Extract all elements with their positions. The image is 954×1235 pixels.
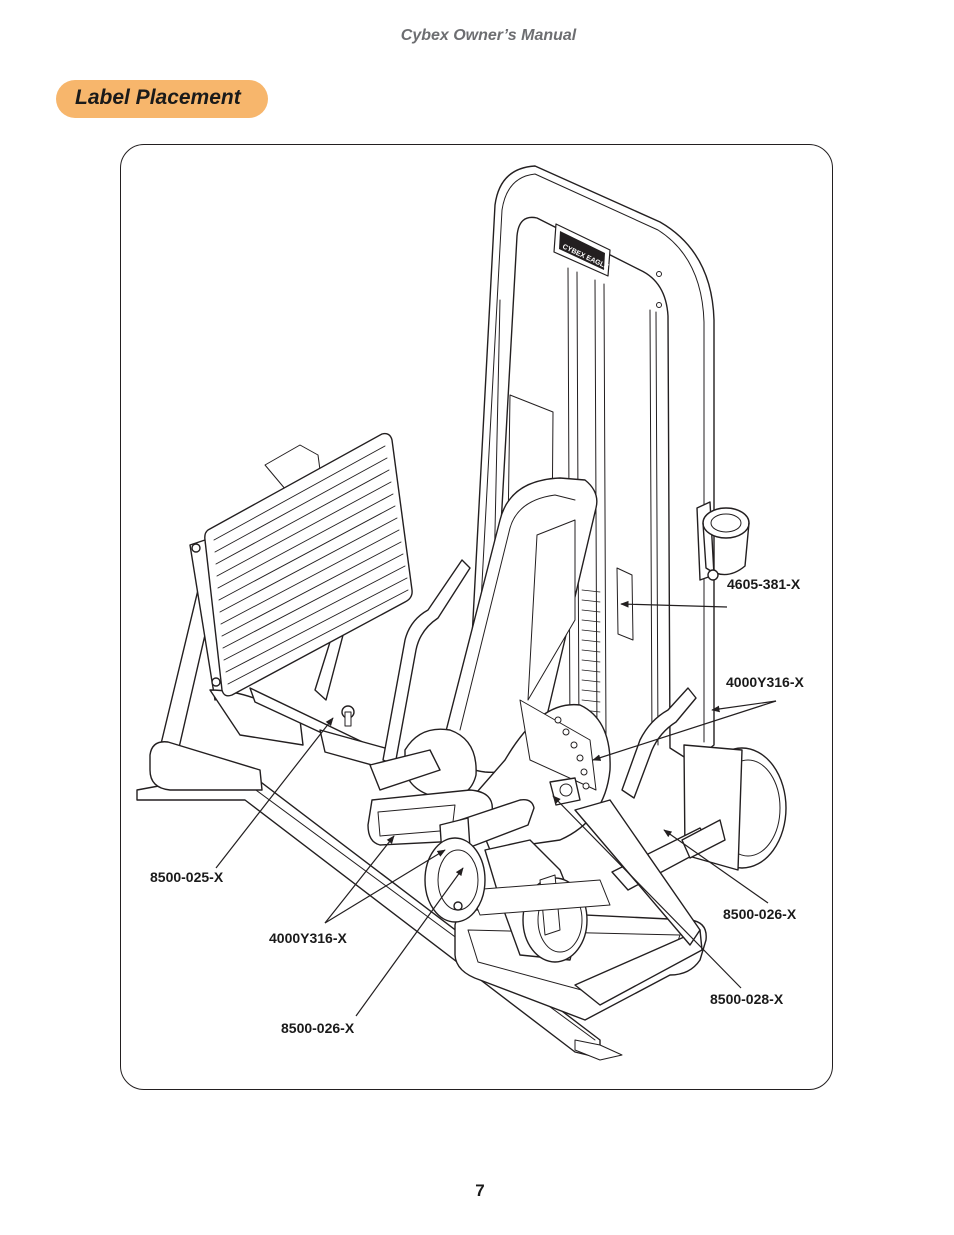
callout-leaders [215, 600, 777, 1017]
callout-label-8500-026-right: 8500-026-X [723, 906, 797, 922]
bottle-holder [696, 501, 750, 581]
figure-frame [120, 144, 833, 1090]
callout-label-4000y316-left: 4000Y316-X [269, 930, 347, 946]
right-handle [621, 687, 697, 799]
foot-plate [191, 432, 413, 697]
section-title-badge: Label Placement [56, 80, 268, 118]
callout-label-8500-028: 8500-028-X [710, 991, 784, 1007]
section-title: Label Placement [75, 86, 241, 109]
left-handle [382, 559, 471, 766]
page-number: 7 [475, 1181, 485, 1200]
brand-logo-plate: CYBEX EAGLE [553, 223, 611, 277]
running-header: Cybex Owner’s Manual [400, 27, 577, 44]
callout-label-4605-381: 4605-381-X [727, 576, 801, 592]
seat-pivot-assembly [367, 699, 611, 886]
center-leg-lever [469, 799, 701, 963]
callout-label-8500-026-bottom: 8500-026-X [281, 1020, 355, 1036]
seat-back-pad [444, 477, 598, 773]
callout-label-4000y316-right: 4000Y316-X [726, 674, 804, 690]
callout-label-8500-025: 8500-025-X [150, 869, 224, 885]
